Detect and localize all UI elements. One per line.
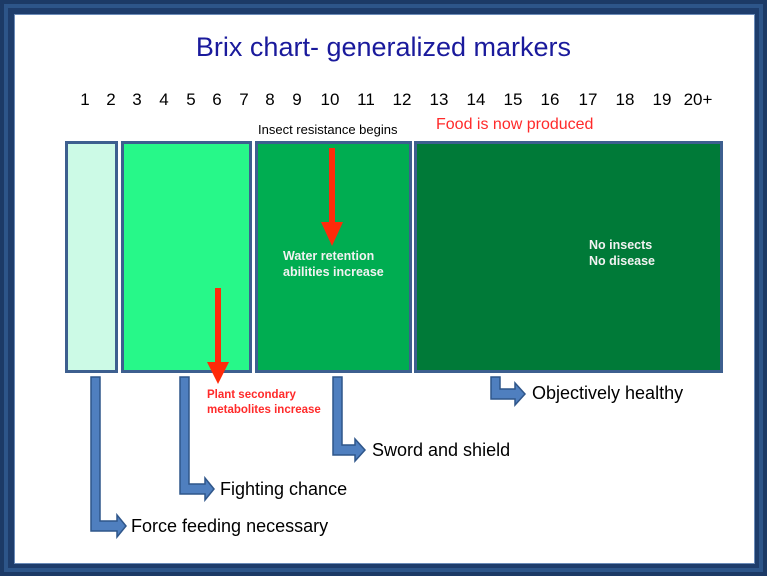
water-retention-line2: abilities increase (283, 265, 384, 279)
scale-tick-12: 12 (392, 90, 412, 109)
zone-box-3-7 (121, 141, 252, 373)
no-insects-text: No insects No disease (589, 237, 655, 269)
scale-tick-18: 18 (615, 90, 635, 109)
scale-tick-3: 3 (132, 90, 142, 109)
slide-title: Brix chart- generalized markers (195, 32, 572, 62)
label-fighting-chance: Fighting chance (220, 479, 348, 499)
no-disease-line: No disease (589, 254, 656, 268)
scale-tick-5: 5 (186, 90, 196, 109)
zone-box-1-2 (65, 141, 118, 373)
water-retention-text: Water retention abilities increase (283, 248, 384, 280)
label-sword-shield: Sword and shield (372, 440, 511, 460)
zone-box-13-20 (414, 141, 723, 373)
plant-metabolites-note: Plant secondary metabolites increase (207, 388, 321, 418)
plant-metabolites-line2: metabolites increase (207, 404, 321, 416)
scale-tick-14: 14 (466, 90, 486, 109)
red-down-arrow-insect (321, 148, 343, 246)
scale-tick-7: 7 (239, 90, 249, 109)
label-force-feeding: Force feeding necessary (131, 516, 329, 536)
scale-tick-13: 13 (429, 90, 449, 109)
scale-tick-16: 16 (540, 90, 560, 109)
scale-tick-17: 17 (578, 90, 598, 109)
connector-arrow-sword-shield (332, 376, 367, 463)
red-down-arrow-metabolites (207, 288, 229, 384)
note-insect-resistance: Insect resistance begins (258, 122, 398, 137)
connector-arrow-force-feeding (90, 376, 127, 540)
no-insects-line: No insects (589, 238, 653, 252)
label-objectively-healthy: Objectively healthy (532, 383, 684, 403)
scale-tick-19: 19 (652, 90, 672, 109)
scale-tick-2: 2 (106, 90, 116, 109)
scale-tick-6: 6 (212, 90, 222, 109)
plant-metabolites-line1: Plant secondary (207, 389, 296, 401)
scale-tick-8: 8 (265, 90, 275, 109)
scale-tick-10: 10 (320, 90, 340, 109)
scale-tick-4: 4 (159, 90, 169, 109)
scale-tick-15: 15 (503, 90, 523, 109)
scale-tick-11: 11 (357, 90, 375, 109)
note-food-produced: Food is now produced (436, 116, 594, 133)
connector-arrow-objectively-healthy (490, 376, 527, 407)
scale-tick-9: 9 (292, 90, 302, 109)
scale-tick-1: 1 (80, 90, 90, 109)
connector-arrow-fighting-chance (179, 376, 215, 503)
water-retention-line1: Water retention (283, 249, 375, 263)
scale-tick-20-plus: 20+ (683, 90, 713, 109)
